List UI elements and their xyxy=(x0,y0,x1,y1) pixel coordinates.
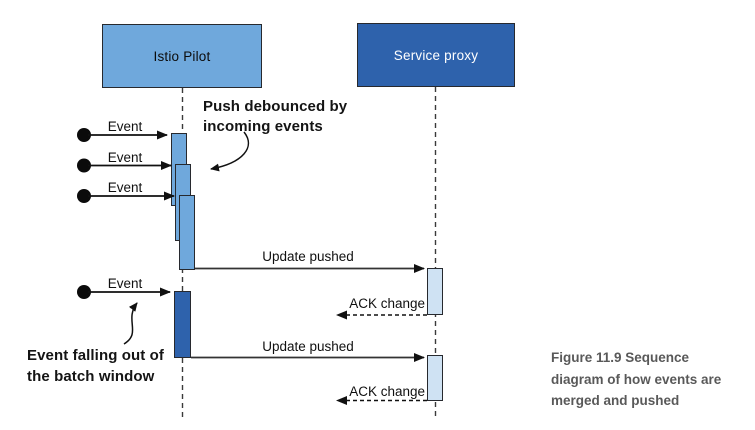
event-label-1: Event xyxy=(107,119,143,134)
proxy-activation-bar-1 xyxy=(427,268,443,315)
event-label-3: Event xyxy=(107,180,143,195)
ack-change-label-1: ACK change xyxy=(349,296,425,311)
proxy-activation-bar-2 xyxy=(427,355,443,401)
actor-service-proxy: Service proxy xyxy=(357,23,515,87)
batch-annotation-arrow xyxy=(123,302,138,345)
debounce-annotation-arrow xyxy=(210,131,250,172)
update-pushed-label-1: Update pushed xyxy=(262,249,354,264)
figure-caption: Figure 11.9 Sequence diagram of how even… xyxy=(551,350,722,408)
actor-istio-pilot: Istio Pilot xyxy=(102,24,262,88)
activation-bar-event-3 xyxy=(179,195,195,270)
event-label-4: Event xyxy=(107,276,143,291)
actor-service-proxy-label: Service proxy xyxy=(393,47,479,63)
annotation-batch-window: Event falling out of the batch window xyxy=(27,347,164,385)
event-label-2: Event xyxy=(107,150,143,165)
annotation-push-debounced: Push debounced by incoming events xyxy=(203,98,348,135)
actor-istio-pilot-label: Istio Pilot xyxy=(153,48,211,64)
update-pushed-label-2: Update pushed xyxy=(262,339,354,354)
activation-bar-batch-window xyxy=(174,291,191,358)
ack-change-label-2: ACK change xyxy=(349,384,425,399)
